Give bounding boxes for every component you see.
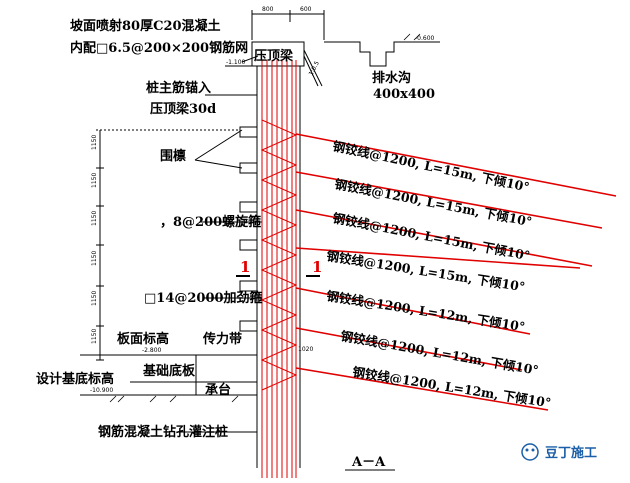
cable-labels: 钢铰线@1200, L=15m, 下倾10°钢铰线@1200, L=15m, 下… <box>326 138 553 410</box>
elev-ground-right: -0.600 <box>415 35 435 42</box>
elev-ground-left: -1.100 <box>226 59 246 66</box>
dim-top-left: 800 <box>262 6 274 13</box>
dim-1020: 1020 <box>298 346 313 353</box>
left-dim-label: 1150 <box>91 251 98 266</box>
left-dim-label: 1150 <box>91 329 98 344</box>
anchor-cables <box>295 133 617 411</box>
cable-line-4 <box>295 247 581 269</box>
slab-top-label: 板面标高 <box>117 331 169 347</box>
slope-ratio: 1:0.5 <box>308 60 321 77</box>
watermark-icon <box>521 443 539 461</box>
cable-line-2 <box>295 171 603 229</box>
stiffener-label: □14@2000加劲箍 <box>144 290 263 306</box>
section-mark-left: 1 <box>240 258 250 276</box>
mesh-label: 内配□6.5@200×200钢筋网 <box>70 40 248 56</box>
left-dim-label: 1150 <box>91 291 98 306</box>
elev-slab: -2.800 <box>142 347 162 354</box>
crown-beam-label: 压顶梁 <box>254 48 294 64</box>
cap-label: 承台 <box>205 382 231 398</box>
left-dim-label: 1150 <box>91 211 98 226</box>
section-title: A－A <box>351 455 386 470</box>
cable-line-1 <box>295 133 617 197</box>
left-dim-label: 1150 <box>91 135 98 150</box>
foundation-slab-label: 基础底板 <box>142 363 196 379</box>
pile-label: 钢筋混凝土钻孔灌注桩 <box>98 424 228 440</box>
section-mark-right: 1 <box>312 258 322 276</box>
left-dim-label: 1150 <box>91 173 98 188</box>
crown-beam-outline <box>251 41 305 67</box>
cable-line-7 <box>295 367 549 411</box>
dim-top-right: 600 <box>300 6 312 13</box>
slope-spray-label: 坡面喷射80厚C20混凝土 <box>70 18 221 34</box>
drain-ditch <box>324 41 440 67</box>
cable-label: 钢铰线@1200, L=12m, 下倾10° <box>326 288 527 334</box>
slope-line <box>303 49 323 87</box>
elev-bottom: -10.900 <box>90 387 113 394</box>
spiral-label: ，8@200螺旋箍 <box>160 214 261 230</box>
anchor-label-2: 压顶梁30d <box>150 101 216 117</box>
cable-line-6 <box>295 327 523 371</box>
watermark-label: 豆丁施工 <box>545 445 597 461</box>
left-dim-labels: 1150 1150 1150 1150 1150 1150 <box>91 135 98 344</box>
rebar-cage <box>260 60 298 478</box>
force-band-label: 传力带 <box>202 331 242 347</box>
drain-label: 排水沟 <box>372 70 411 86</box>
cable-line-3 <box>295 209 593 267</box>
design-bottom-label: 设计基底标高 <box>36 371 114 387</box>
drain-size-label: 400x400 <box>373 87 435 102</box>
cable-line-5 <box>295 287 531 335</box>
waling-label: 围檩 <box>160 148 186 164</box>
anchor-label-1: 桩主筋锚入 <box>146 80 211 96</box>
